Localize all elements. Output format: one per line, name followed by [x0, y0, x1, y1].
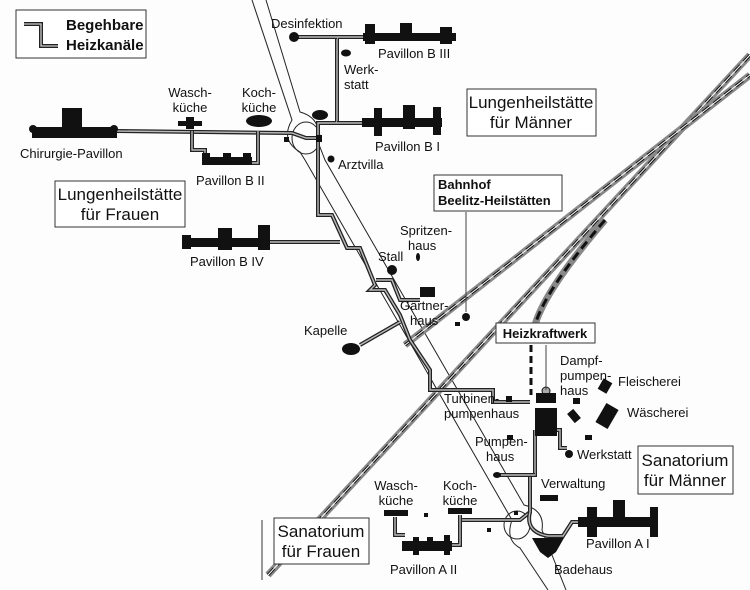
building-waescherei[interactable] [595, 402, 619, 430]
building-heizkraftwerk[interactable] [535, 386, 557, 436]
building-waschkueche-a[interactable] [384, 510, 408, 516]
district-label: für Frauen [282, 542, 360, 561]
building-verwaltung[interactable] [540, 495, 558, 501]
legend-line1: Begehbare [66, 17, 144, 34]
building-pumpenhaus[interactable] [493, 472, 501, 478]
building-werkstatt-a[interactable] [565, 450, 573, 458]
label-werkstatt-b: Werk- [344, 62, 378, 77]
label-badehaus: Badehaus [554, 562, 613, 577]
label-pavillon-a1: Pavillon A I [586, 536, 650, 551]
building-station[interactable] [455, 313, 470, 326]
label-spritzenhaus: Spritzen- [400, 223, 452, 238]
label-gaertnerhaus: Gärtner- [400, 298, 448, 313]
district-label: Lungenheilstätte [58, 185, 183, 204]
label-werkstatt-b: statt [344, 77, 369, 92]
label-waschkueche-a: Wasch- [374, 478, 418, 493]
district-sanatorium-maenner: Sanatorium für Männer [637, 445, 734, 495]
building-spritzenhaus[interactable] [416, 253, 420, 261]
district-lungenheilstaette-frauen: Lungenheilstätte für Frauen [54, 180, 186, 228]
label-pavillon-a2: Pavillon A II [390, 562, 457, 577]
label-waschkueche-b: Wasch- [168, 85, 212, 100]
label-pavillon-b2: Pavillon B II [196, 173, 265, 188]
power-plant-label: Heizkraftwerk [503, 326, 588, 341]
power-plant-label-box[interactable]: Heizkraftwerk [495, 322, 596, 344]
building-turbinenpumpenhaus[interactable] [506, 396, 512, 402]
station-label: Beelitz-Heilstätten [438, 193, 551, 208]
building-waschkueche-b[interactable] [178, 117, 202, 129]
railway [265, 52, 750, 578]
district-label: Sanatorium [642, 451, 729, 470]
building-kochkueche-a[interactable] [448, 508, 472, 514]
label-arztvilla: Arztvilla [338, 157, 384, 172]
label-pavillon-b3: Pavillon B III [378, 46, 450, 61]
label-pumpenhaus: Pumpen- [475, 434, 528, 449]
label-pavillon-b4: Pavillon B IV [190, 254, 264, 269]
label-turbinenpumpenhaus: Turbinen- [444, 391, 499, 406]
label-dampfpumpenhaus: Dampf- [560, 353, 603, 368]
building-fleischerei[interactable] [597, 378, 613, 394]
district-label: Lungenheilstätte [469, 93, 594, 112]
building-pavillon-a1[interactable] [578, 500, 658, 537]
label-werkstatt-a: Werkstatt [577, 447, 632, 462]
legend-line2: Heizkanäle [66, 37, 144, 54]
label-stall: Stall [378, 249, 403, 264]
building-werkstatt-b[interactable] [341, 49, 351, 57]
building-chirurgie-pavillon[interactable] [29, 108, 118, 138]
station-label-box[interactable]: Bahnhof Beelitz-Heilstätten [433, 174, 563, 212]
building-pavillon-b1[interactable] [362, 105, 442, 136]
label-waescherei: Wäscherei [627, 405, 689, 420]
building-labels: Chirurgie-Pavillon Wasch- küche Koch- kü… [20, 16, 689, 577]
district-label: Sanatorium [278, 522, 365, 541]
label-kochkueche-a: küche [443, 493, 478, 508]
label-gaertnerhaus: haus [410, 313, 439, 328]
label-kapelle: Kapelle [304, 323, 347, 338]
label-verwaltung: Verwaltung [541, 476, 605, 491]
district-sanatorium-frauen: Sanatorium für Frauen [273, 517, 370, 565]
building-dampfpumpenhaus[interactable] [573, 398, 580, 404]
building-stall[interactable] [387, 265, 397, 275]
label-pavillon-b1: Pavillon B I [375, 139, 440, 154]
label-dampfpumpenhaus: haus [560, 383, 589, 398]
building-pavillon-a2[interactable] [402, 535, 452, 555]
label-kochkueche-b: küche [242, 100, 277, 115]
label-kochkueche-a: Koch- [443, 478, 477, 493]
heating-canals [114, 35, 585, 547]
building-pavillon-b2[interactable] [202, 153, 252, 165]
label-turbinenpumpenhaus: pumpenhaus [444, 406, 520, 421]
main-road [251, 0, 567, 590]
building-pavillon-b4[interactable] [182, 225, 270, 250]
building-north-gate [284, 110, 328, 142]
building-badehaus[interactable] [532, 538, 564, 558]
building-kochkueche-b[interactable] [246, 115, 272, 127]
building-pavillon-b3[interactable] [363, 23, 456, 44]
building-south-gate [487, 511, 518, 532]
legend: Begehbare Heizkanäle [15, 9, 147, 59]
label-fleischerei: Fleischerei [618, 374, 681, 389]
district-label: für Frauen [81, 205, 159, 224]
label-pumpenhaus: haus [486, 449, 515, 464]
label-waschkueche-a: küche [379, 493, 414, 508]
label-dampfpumpenhaus: pumpen- [560, 368, 611, 383]
label-kochkueche-b: Koch- [242, 85, 276, 100]
district-label: für Männer [490, 113, 573, 132]
district-label: für Männer [644, 471, 727, 490]
building-misc-outbuildings [424, 408, 592, 517]
district-lungenheilstaette-maenner: Lungenheilstätte für Männer [466, 88, 597, 137]
label-desinfektion: Desinfektion [271, 16, 343, 31]
building-kapelle[interactable] [342, 343, 360, 355]
label-chirurgie-pavillon: Chirurgie-Pavillon [20, 146, 123, 161]
label-waschkueche-b: küche [173, 100, 208, 115]
building-desinfektion[interactable] [289, 32, 299, 42]
label-spritzenhaus: haus [408, 238, 437, 253]
station-label: Bahnhof [438, 177, 491, 192]
building-gaertnerhaus[interactable] [420, 287, 435, 297]
building-arztvilla[interactable] [327, 155, 335, 163]
